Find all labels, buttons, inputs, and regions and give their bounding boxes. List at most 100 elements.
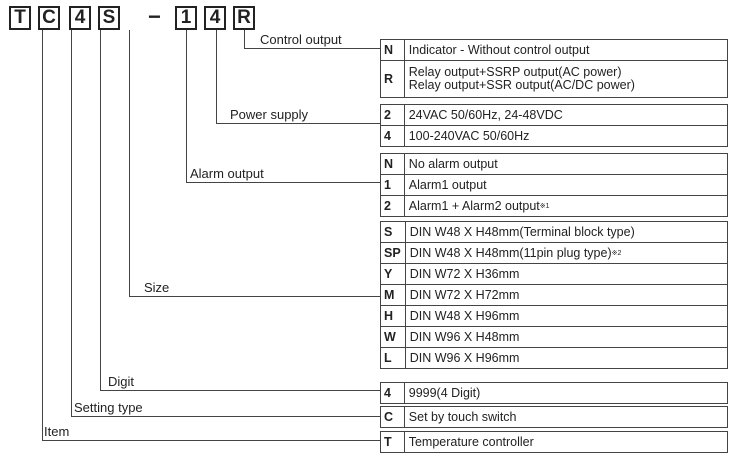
- option-description-text: 24VAC 50/60Hz, 24-48VDC: [408, 107, 563, 122]
- connector-horizontal: [100, 390, 380, 391]
- group-label: Control output: [260, 32, 342, 47]
- option-description-text: DIN W48 X H96mm: [409, 308, 520, 323]
- option-code: C: [380, 406, 405, 428]
- option-code: 2: [380, 195, 405, 217]
- connector-horizontal: [186, 182, 380, 183]
- option-code: 1: [380, 174, 405, 196]
- option-description: Relay output+SSRP output(AC power)Relay …: [403, 60, 729, 98]
- connector-vertical: [71, 30, 72, 416]
- option-description-text: No alarm output: [408, 156, 498, 171]
- option-description: DIN W72 X H36mm: [404, 263, 729, 285]
- option-description-text: 9999(4 Digit): [408, 385, 481, 400]
- option-description-text: Set by touch switch: [408, 409, 517, 424]
- option-description: Alarm1 output: [403, 174, 729, 196]
- option-code: M: [380, 284, 406, 306]
- group-label: Digit: [108, 374, 135, 389]
- connector-horizontal: [71, 416, 380, 417]
- option-description: DIN W96 X H48mm: [404, 326, 729, 348]
- connector-horizontal: [129, 296, 380, 297]
- option-description-text: Relay output+SSR output(AC/DC power): [408, 78, 635, 92]
- option-description: DIN W48 X H48mm(11pin plug type)※2: [404, 242, 729, 264]
- connector-horizontal: [42, 440, 380, 441]
- model-char-box: 1: [175, 6, 197, 30]
- option-description-text: Alarm1 output: [408, 177, 487, 192]
- option-description-text: DIN W72 X H36mm: [409, 266, 520, 281]
- group-label: Size: [144, 280, 170, 295]
- connector-vertical: [186, 30, 187, 182]
- option-description: 24VAC 50/60Hz, 24-48VDC: [403, 104, 729, 126]
- option-description-text: DIN W96 X H96mm: [409, 350, 520, 365]
- option-code: 2: [380, 104, 405, 126]
- model-char-box: C: [38, 6, 60, 30]
- option-description: Alarm1 + Alarm2 output※1: [403, 195, 729, 217]
- option-description: 100-240VAC 50/60Hz: [403, 125, 729, 147]
- footnote-mark: ※2: [611, 249, 622, 257]
- option-description-text: 100-240VAC 50/60Hz: [408, 128, 530, 143]
- option-code: N: [380, 153, 405, 175]
- option-description-text: DIN W48 X H48mm(Terminal block type): [409, 224, 635, 239]
- option-code: R: [380, 60, 405, 98]
- option-code: 4: [380, 382, 405, 404]
- group-label: Alarm output: [190, 166, 264, 181]
- option-description-text: DIN W72 X H72mm: [409, 287, 520, 302]
- option-description-text: DIN W48 X H48mm(11pin plug type): [409, 245, 612, 260]
- option-description-text: Alarm1 + Alarm2 output: [408, 198, 540, 213]
- model-char-box: S: [98, 6, 120, 30]
- group-label: Setting type: [74, 400, 143, 415]
- connector-vertical: [216, 30, 217, 123]
- connector-vertical: [42, 30, 43, 440]
- model-char-box: 4: [69, 6, 91, 30]
- option-code: S: [380, 221, 406, 243]
- option-description: Indicator - Without control output: [403, 39, 729, 61]
- connector-horizontal: [216, 123, 380, 124]
- connector-horizontal: [244, 48, 380, 49]
- option-description: 9999(4 Digit): [403, 382, 729, 404]
- connector-vertical: [100, 30, 101, 390]
- model-char-box: R: [233, 6, 255, 30]
- model-char-box: T: [9, 6, 31, 30]
- option-code: Y: [380, 263, 406, 285]
- option-description-text: Temperature controller: [408, 434, 534, 449]
- option-description: Set by touch switch: [403, 406, 729, 428]
- footnote-mark: ※1: [539, 202, 550, 210]
- option-description: DIN W72 X H72mm: [404, 284, 729, 306]
- connector-vertical: [129, 30, 130, 296]
- option-code: T: [380, 431, 405, 453]
- group-label: Power supply: [230, 107, 309, 122]
- group-label: Item: [44, 424, 70, 439]
- option-code: N: [380, 39, 405, 61]
- option-description: No alarm output: [403, 153, 729, 175]
- option-description: DIN W48 X H48mm(Terminal block type): [404, 221, 729, 243]
- option-description-text: Indicator - Without control output: [408, 42, 590, 57]
- option-code: W: [380, 326, 406, 348]
- option-description: Temperature controller: [403, 431, 729, 453]
- option-code: 4: [380, 125, 405, 147]
- connector-vertical: [244, 30, 245, 48]
- option-description: DIN W48 X H96mm: [404, 305, 729, 327]
